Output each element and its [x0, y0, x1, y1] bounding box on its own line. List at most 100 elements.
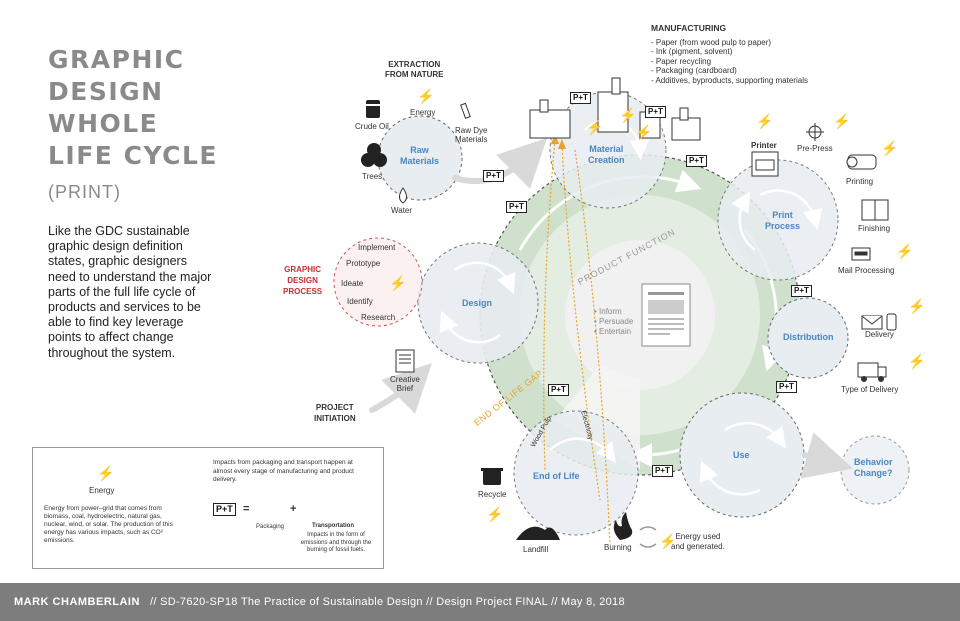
- behavior-change-line1: Behavior: [854, 457, 893, 467]
- product-functions-list: • Inform • Persuade • Entertain: [594, 307, 633, 337]
- footer-course-info: // SD-7620-SP18 The Practice of Sustaina…: [150, 596, 625, 608]
- creative-brief-line1: Creative: [390, 375, 420, 384]
- energy-used-label: Energy used and generated.: [671, 532, 725, 552]
- legend-equals: =: [243, 503, 250, 515]
- stage-design: Design: [462, 298, 493, 308]
- pt-badge: P+T: [645, 106, 666, 118]
- energy-bolt-icon: ⚡: [908, 298, 926, 314]
- stage-print-process: Print Process: [765, 210, 800, 232]
- footer-bar: MARK CHAMBERLAIN // SD-7620-SP18 The Pra…: [0, 583, 960, 621]
- energy-bolt-icon: ⚡: [881, 140, 899, 156]
- crude-oil-label: Crude Oil: [355, 122, 389, 131]
- energy-bolt-icon: ⚡: [659, 533, 677, 549]
- function-persuade: Persuade: [599, 317, 634, 326]
- stage-end-of-life: End of Life: [533, 471, 580, 481]
- energy-used-line1: Energy used: [675, 532, 721, 541]
- pt-badge: P+T: [686, 155, 707, 167]
- manufacturing-item: - Packaging (cardboard): [651, 66, 737, 76]
- page-subtitle: (PRINT): [48, 182, 121, 202]
- energy-used-line2: and generated.: [671, 542, 725, 551]
- pt-badge: P+T: [548, 384, 569, 396]
- recycling-lines: [543, 139, 611, 546]
- design-step: Research: [361, 313, 396, 322]
- factory-icon: [529, 77, 701, 141]
- legend-box: [32, 447, 384, 569]
- creative-brief-line2: Brief: [396, 384, 414, 393]
- energy-bolt-icon: ⚡: [417, 88, 435, 104]
- page-title: GRAPHIC DESIGN WHOLE LIFE CYCLE: [48, 44, 218, 172]
- energy-bolt-icon: ⚡: [635, 124, 653, 140]
- title-line-2: DESIGN: [48, 77, 164, 106]
- printer-label: Printer: [751, 141, 777, 150]
- gdp-line3: PROCESS: [283, 287, 323, 296]
- raw-dye-icon: [460, 102, 471, 119]
- print-process-line1: Print: [772, 210, 793, 220]
- design-step: Implement: [358, 243, 396, 252]
- energy-bolt-icon: ⚡: [586, 119, 604, 135]
- raw-materials-line1: Raw: [410, 145, 429, 155]
- trees-label: Trees: [362, 172, 383, 181]
- manufacturing-heading: MANUFACTURING: [651, 23, 727, 33]
- mail-processing-icon: [851, 247, 871, 261]
- pt-badge: P+T: [506, 201, 527, 213]
- title-line-1: GRAPHIC: [48, 45, 185, 74]
- delivery-label: Delivery: [865, 330, 894, 339]
- stage-use: Use: [733, 450, 750, 460]
- creative-brief-icon: [395, 349, 415, 373]
- stage-behavior-change: Behavior Change?: [854, 457, 893, 479]
- raw-materials-line2: Materials: [400, 156, 440, 166]
- cycle-arrows-icon: [639, 526, 657, 548]
- behavior-change-line2: Change?: [854, 468, 893, 478]
- energy-bolt-icon: ⚡: [833, 113, 851, 129]
- function-item: • Inform: [594, 307, 622, 316]
- recycle-icon: [481, 468, 503, 485]
- footer-author: MARK CHAMBERLAIN: [14, 596, 140, 608]
- type-of-delivery-label: Type of Delivery: [841, 385, 899, 394]
- printing-icon: [846, 154, 877, 170]
- function-inform: Inform: [599, 307, 622, 316]
- manufacturing-item: - Paper (from wood pulp to paper): [651, 37, 772, 47]
- manufacturing-item: - Additives, byproducts, supporting mate…: [651, 75, 808, 85]
- water-icon: [399, 187, 407, 204]
- legend-energy-description: Energy from power–grid that comes from b…: [44, 505, 173, 544]
- legend-pt-badge: P+T: [213, 503, 236, 516]
- stage-raw-materials: Raw Materials: [400, 145, 439, 167]
- raw-dye-line2: Materials: [455, 135, 488, 144]
- graphic-design-process-label: GRAPHIC DESIGN PROCESS: [283, 264, 322, 297]
- manufacturing-item: - Ink (pigment, solvent): [651, 47, 733, 57]
- extraction-heading-line1: EXTRACTION: [388, 60, 441, 69]
- delivery-icon: [861, 313, 897, 331]
- design-step: Identify: [347, 297, 373, 306]
- function-item: • Entertain: [594, 327, 632, 336]
- printing-label: Printing: [846, 177, 874, 186]
- extraction-heading-line2: FROM NATURE: [385, 70, 444, 79]
- title-line-3: WHOLE: [48, 109, 159, 138]
- material-creation-line2: Creation: [588, 155, 625, 165]
- design-step: Ideate: [341, 279, 364, 288]
- truck-icon: [857, 362, 887, 382]
- raw-dye-label: Raw Dye Materials: [455, 126, 487, 144]
- trees-icon: [361, 143, 387, 167]
- print-process-line2: Process: [765, 221, 801, 231]
- energy-bolt-icon: ⚡: [486, 506, 504, 522]
- design-step: Prototype: [346, 259, 381, 268]
- burning-icon: [613, 512, 633, 540]
- energy-bolt-icon: ⚡: [619, 107, 637, 123]
- pre-press-icon: [806, 123, 824, 141]
- recycling-arrowheads: [551, 134, 566, 149]
- pt-badge: P+T: [483, 170, 504, 182]
- legend-impacts-description: Impacts from packaging and transport hap…: [213, 459, 354, 483]
- project-initiation-line2: INITIATION: [314, 414, 356, 423]
- energy-label: Energy: [410, 108, 436, 117]
- project-initiation-line1: PROJECT: [315, 403, 354, 412]
- stage-material-creation: Material Creation: [588, 144, 625, 166]
- water-label: Water: [391, 206, 413, 215]
- legend-plus: +: [290, 503, 297, 515]
- landfill-icon: [516, 526, 560, 540]
- project-initiation-label: PROJECT INITIATION: [314, 402, 356, 424]
- finishing-label: Finishing: [858, 224, 891, 233]
- recycle-label: Recycle: [478, 490, 507, 499]
- energy-bolt-icon: ⚡: [896, 243, 914, 259]
- finishing-icon: [861, 199, 889, 221]
- legend-transport-description: Impacts in the form of emissions and thr…: [300, 532, 372, 553]
